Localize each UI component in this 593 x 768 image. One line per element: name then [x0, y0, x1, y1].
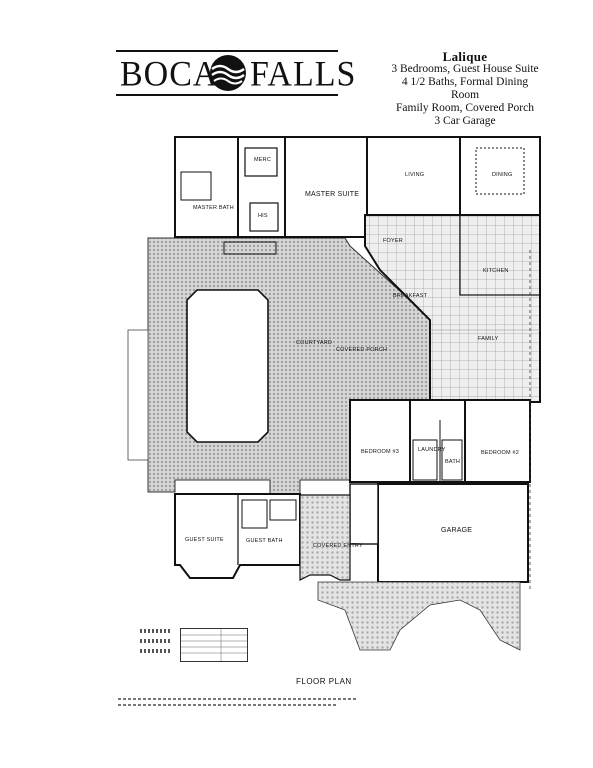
legend-row [140, 639, 170, 643]
area-table-grid [181, 629, 247, 661]
main-house [364, 136, 541, 403]
garage-block [349, 483, 529, 583]
area-table [180, 628, 248, 662]
legend-row [140, 649, 170, 653]
room-label-dining: DINING [492, 172, 513, 178]
room-label-bedroom-3: BEDROOM #3 [361, 449, 400, 455]
room-label-bath-3: BATH [445, 459, 461, 465]
disclaimer-fine-print [118, 704, 338, 706]
logo-top-rule [116, 50, 338, 52]
room-label-kitchen: KITCHEN [483, 268, 509, 274]
bedroom-wing [349, 399, 531, 483]
room-label-covered-entry: COVERED ENTRY [313, 543, 363, 549]
room-label-living: LIVING [405, 172, 425, 178]
brand-logo: BOCA FALLS [116, 50, 355, 96]
model-name: Lalique [442, 49, 488, 64]
wave-emblem-icon [210, 55, 246, 91]
room-label-master-suite: MASTER SUITE [305, 191, 360, 198]
logo-bottom-rule [116, 94, 338, 96]
room-label-his: HIS [258, 213, 268, 219]
room-label-merc: MERC [254, 157, 271, 163]
model-info: Lalique 3 Bedrooms, Guest House Suite 4 … [390, 50, 540, 128]
legend-row [140, 629, 170, 633]
covered-entry-area [299, 494, 351, 581]
room-label-foyer: FOYER [383, 238, 403, 244]
room-label-breakfast: BREAKFAST [393, 293, 428, 299]
feature-line: Family Room, Covered Porch [396, 102, 534, 114]
disclaimer-fine-print [118, 698, 358, 700]
room-label-family: FAMILY [478, 336, 499, 342]
room-label-guest-suite: GUEST SUITE [185, 537, 224, 543]
legend [140, 627, 250, 667]
room-label-master-bath: MASTER BATH [193, 205, 234, 211]
room-label-garage: GARAGE [441, 527, 473, 534]
master-wing [174, 136, 368, 255]
logo-text-left: BOCA [120, 55, 219, 94]
feature-line: 4 1/2 Baths, Formal Dining Room [401, 76, 529, 101]
pool [186, 289, 269, 443]
room-label-courtyard: COURTYARD [296, 340, 333, 346]
feature-line: 3 Bedrooms, Guest House Suite [391, 63, 539, 75]
room-label-laundry: LAUNDRY [418, 447, 446, 453]
plan-title: FLOOR PLAN [296, 677, 352, 686]
room-label-covered-porch: COVERED PORCH [336, 347, 388, 353]
driveway-pavers [317, 581, 521, 651]
room-label-guest-bath: GUEST BATH [246, 538, 283, 544]
feature-line: 3 Car Garage [434, 115, 496, 127]
logo-text-right: FALLS [250, 55, 357, 94]
guest-suite-block [174, 493, 301, 579]
room-label-bedroom-2: BEDROOM #2 [481, 450, 520, 456]
